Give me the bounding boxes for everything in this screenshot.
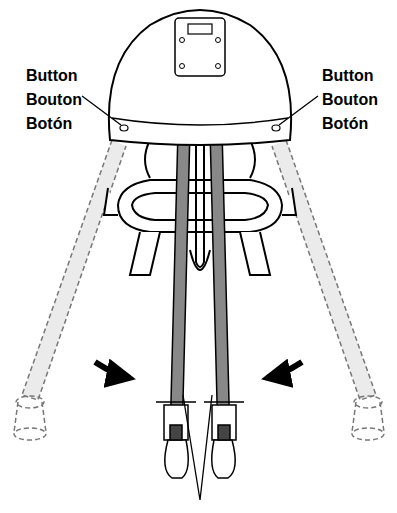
part-label: Bouton bbox=[322, 90, 378, 109]
motion-arrow bbox=[95, 362, 302, 378]
part-label: Button bbox=[322, 66, 374, 85]
leg bbox=[156, 130, 244, 478]
part-label: Botón bbox=[322, 114, 368, 133]
part-label: Botón bbox=[26, 114, 72, 133]
part-label: Bouton bbox=[26, 90, 82, 109]
seat-frame bbox=[104, 140, 296, 275]
button bbox=[120, 125, 128, 131]
mount-plate bbox=[175, 18, 225, 76]
dashed-leg bbox=[14, 140, 384, 440]
hanger bbox=[190, 128, 210, 270]
top-housing bbox=[109, 10, 291, 145]
leader-line bbox=[82, 96, 318, 500]
part-label: Button bbox=[26, 66, 78, 85]
button bbox=[272, 125, 280, 131]
